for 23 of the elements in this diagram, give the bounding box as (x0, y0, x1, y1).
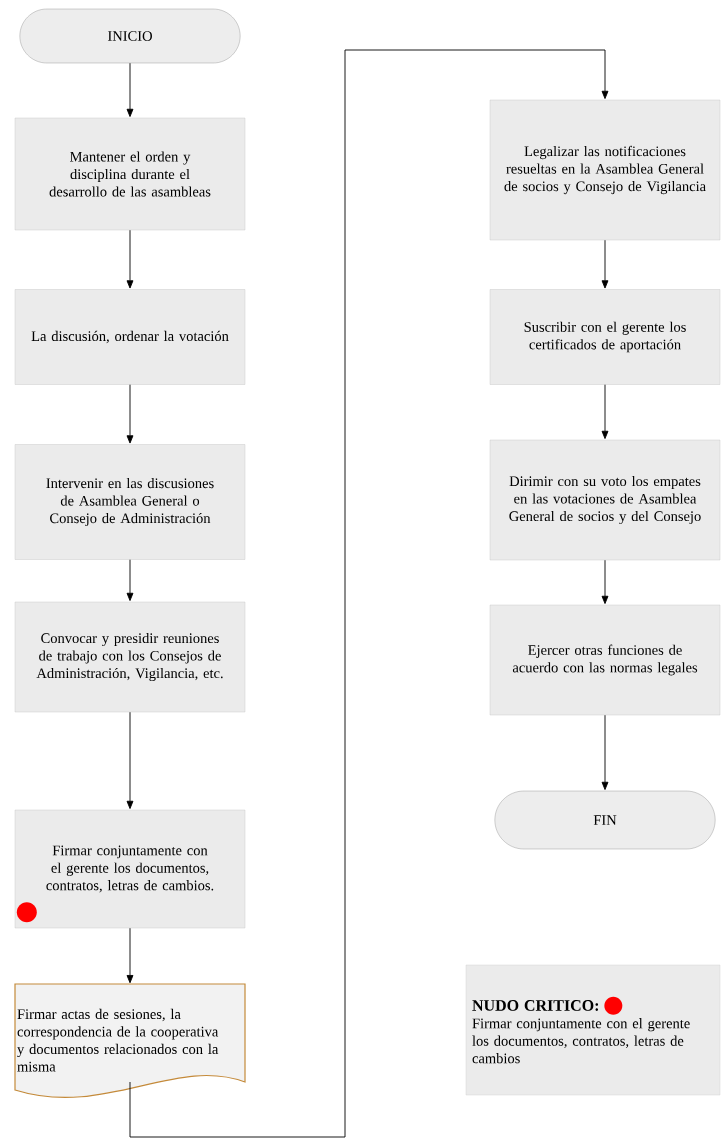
process-box: Convocar y presidir reuniones de trabajo con los Consejos de Administración, Vigilancia, etc. (14, 601, 246, 713)
arrow (601, 714, 609, 791)
arrow (126, 384, 134, 444)
arrow (601, 559, 609, 604)
process-box: Firmar conjuntamente con el gerente los documentos, contratos, letras de cambios. (14, 809, 246, 929)
arrow (601, 239, 609, 289)
process-box: Ejercer otras funciones de acuerdo con las normas legales (489, 604, 721, 716)
process-box: Suscribir con el gerente los certificados de aportación (489, 289, 721, 385)
process-box: Legalizar las notificaciones resueltas en la Asamblea General de socios y Consejo de Vigilancia (489, 99, 721, 241)
note-text: Firmar conjuntamente con el gerente los documentos, contratos, letras de cambios (472, 1018, 690, 1064)
arrow (601, 384, 609, 439)
arrow (126, 711, 134, 810)
process-box: Dirimir con su voto los empates en las votaciones de Asamblea General de socios y del Consejo (489, 439, 721, 561)
arrow (126, 62, 134, 117)
note-box (465, 964, 721, 1096)
arrow (126, 559, 134, 601)
process-box: Intervenir en las discusiones de Asamblea General o Consejo de Administración (14, 444, 246, 560)
process-box: Mantener el orden y disciplina durante el desarrollo de las asambleas (14, 117, 246, 231)
note-heading: NUDO CRITICO: (472, 1000, 599, 1011)
arrow (126, 927, 134, 984)
arrow (126, 229, 134, 289)
arrow (129, 49, 609, 1138)
process-box: La discusión, ordenar la votación (14, 289, 246, 385)
